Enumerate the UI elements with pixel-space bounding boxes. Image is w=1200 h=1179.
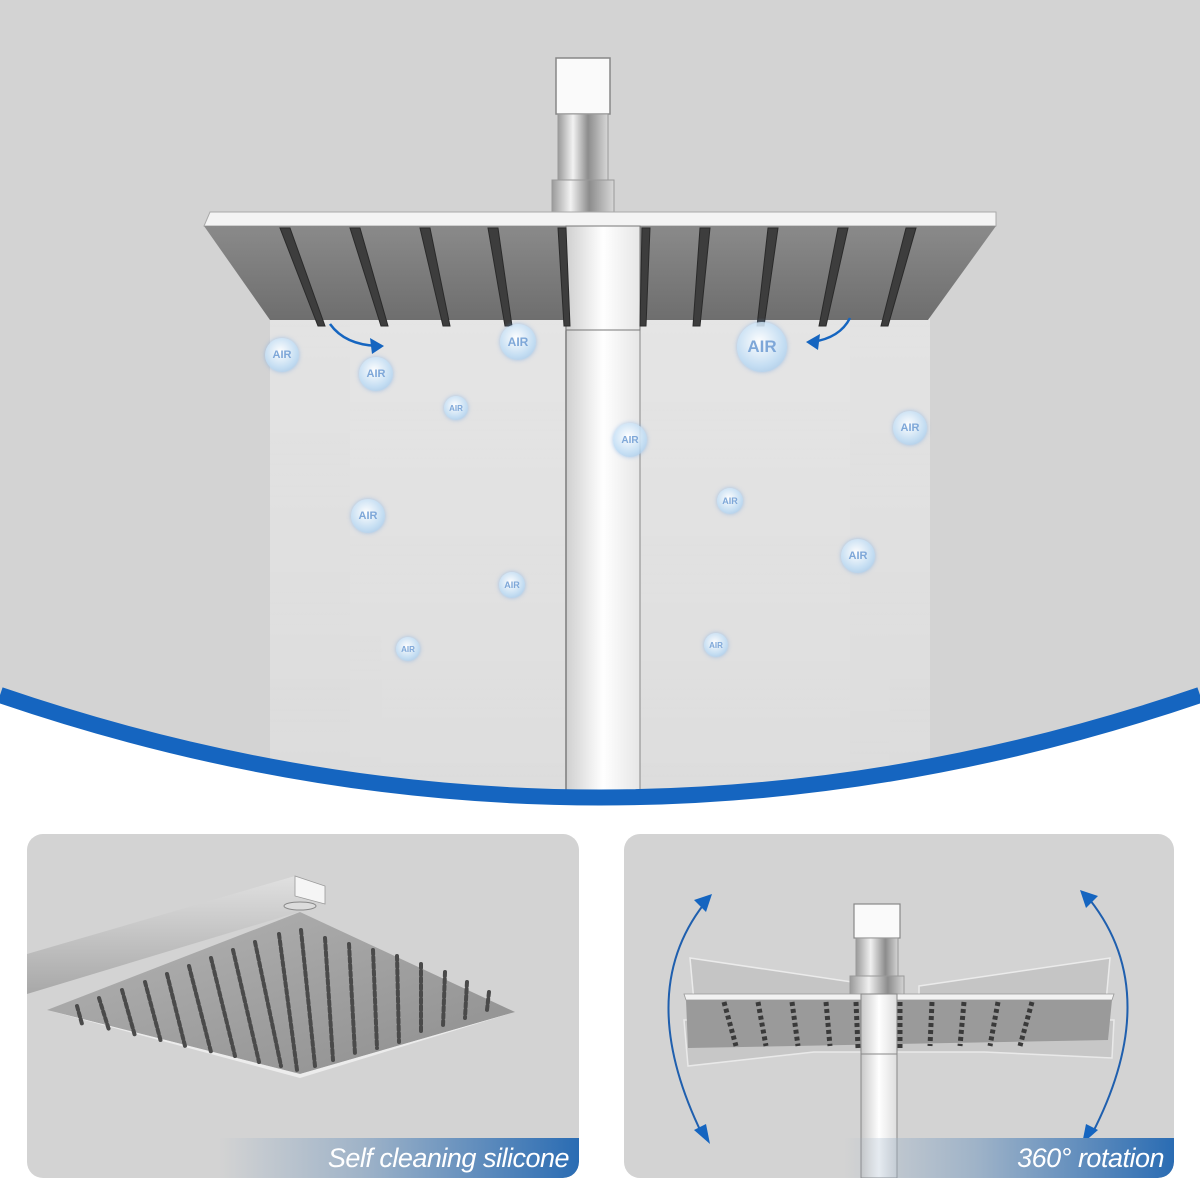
shower-head-front-graphic: [0, 0, 1200, 806]
air-bubble: AIR: [396, 637, 420, 661]
air-bubble: AIR: [444, 396, 468, 420]
air-bubble: AIR: [704, 633, 728, 657]
shower-head-rotation-graphic: [667, 890, 1129, 1178]
feature-panel-rotation: 360° rotation: [624, 834, 1174, 1178]
feature-panel-self-cleaning: Self cleaning silicone: [27, 834, 579, 1178]
caption-text: 360° rotation: [1017, 1142, 1164, 1173]
air-bubble: AIR: [613, 423, 647, 457]
hero-shower-illustration: AIR AIR AIR AIR AIR AIR AIR AIR AIR AIR …: [0, 0, 1200, 806]
air-bubble: AIR: [359, 357, 393, 391]
air-bubble: AIR: [499, 572, 525, 598]
air-bubble: AIR: [265, 338, 299, 372]
caption-text: Self cleaning silicone: [327, 1142, 570, 1173]
air-bubble: AIR: [893, 411, 927, 445]
caption-banner: Self cleaning silicone: [219, 1138, 579, 1178]
air-bubble: AIR: [737, 322, 787, 372]
air-bubble: AIR: [500, 324, 536, 360]
shower-head-angled-graphic: [27, 875, 515, 1078]
caption-banner: 360° rotation: [844, 1138, 1174, 1178]
air-bubble: AIR: [841, 539, 875, 573]
air-bubble: AIR: [717, 488, 743, 514]
air-bubble: AIR: [351, 499, 385, 533]
